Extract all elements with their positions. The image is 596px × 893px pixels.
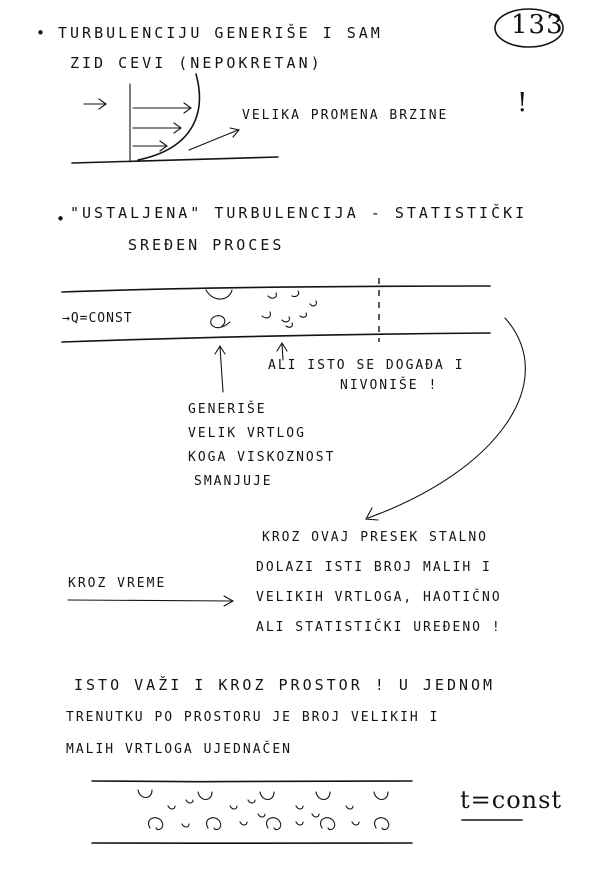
- section1-exclaim: !: [517, 88, 529, 118]
- section1-line2: zid cevi (nepokretan): [70, 54, 323, 72]
- left-note-line1: generiše: [188, 402, 267, 417]
- bullet-1: •: [36, 24, 49, 42]
- cross-section-line4: ali statistički uređeno !: [256, 620, 502, 635]
- section4-line1: Isto važi i kroz prostor ! U jednom: [74, 676, 496, 694]
- right-note-line1: ali isto se događa i: [268, 358, 465, 373]
- left-note-line4: smanjuje: [194, 474, 273, 489]
- section1-line1: Turbulenciju generiše i sam: [58, 24, 383, 42]
- left-note-line3: koga viskoznost: [188, 450, 336, 465]
- page-number-circle: [494, 8, 564, 48]
- cross-section-line3: velikih vrtloga, haotično: [256, 590, 502, 605]
- pipe-flow-sketch: [61, 278, 526, 521]
- through-time-label: kroz vreme: [68, 576, 167, 591]
- section2-line1: "Ustaljena" turbulencija - statistički: [70, 204, 528, 222]
- cross-section-line1: kroz ovaj presek stalno: [262, 530, 489, 545]
- channel-eddies-sketch: [91, 780, 523, 845]
- bullet-2: •: [56, 210, 69, 228]
- time-label: t=const: [460, 786, 563, 814]
- section4-line3: malih vrtloga ujednačen: [66, 742, 293, 757]
- section2-line2: sređen proces: [128, 236, 285, 254]
- right-note-line2: nivoniše !: [340, 378, 439, 393]
- flow-label: →Q=const: [62, 311, 133, 326]
- left-note-line2: velik vrtlog: [188, 426, 306, 441]
- page-number: 133: [511, 10, 564, 40]
- section4-line2: trenutku po prostoru je broj velikih i: [66, 710, 440, 725]
- velocity-profile-sketch: [71, 73, 279, 164]
- through-time-arrow: [67, 595, 235, 607]
- section1-annotation: velika promena brzine: [242, 108, 449, 123]
- cross-section-line2: dolazi isti broj malih i: [256, 560, 492, 575]
